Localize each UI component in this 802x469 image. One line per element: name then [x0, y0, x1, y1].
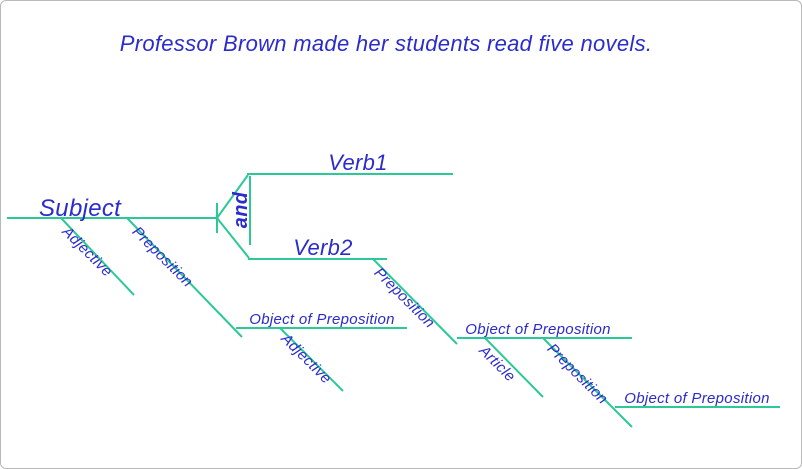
object-of-preposition2-label: Object of Preposition [465, 321, 611, 338]
verb2-label: Verb2 [293, 235, 353, 260]
object2-article-slant [484, 337, 544, 398]
fork-lower-line [216, 217, 250, 259]
verb1-label: Verb1 [328, 150, 388, 175]
fork-upper-line [216, 174, 249, 219]
nested-preposition-slant [542, 337, 633, 428]
subject-adjective-slant [60, 217, 135, 296]
sentence-title: Professor Brown made her students read f… [119, 31, 653, 56]
object-of-preposition3-label: Object of Preposition [624, 390, 770, 407]
subject-preposition-slant [126, 217, 243, 338]
object1-adjective-slant [279, 327, 344, 392]
subject-label: Subject [39, 195, 122, 222]
object-of-preposition1-label: Object of Preposition [249, 311, 395, 328]
verb2-preposition-slant [372, 258, 458, 345]
conjunction-label: and [230, 191, 252, 229]
